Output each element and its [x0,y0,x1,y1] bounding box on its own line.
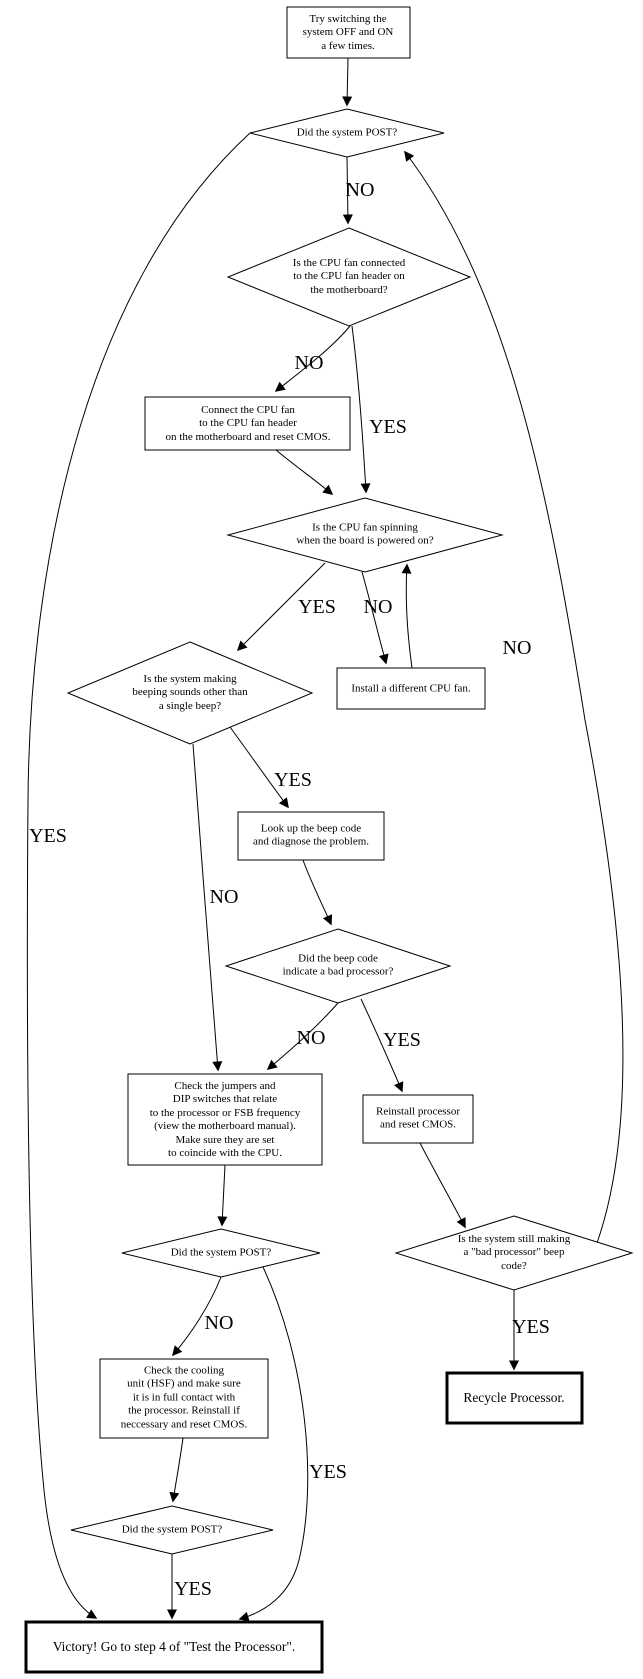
edge-fan-spinning-no [361,571,389,665]
edge-still-bad-no-loop [404,150,624,1244]
fan-spinning-text: Is the CPU fan spinning when the board i… [296,521,434,547]
edge-beep-bad-no [266,1002,339,1070]
label-fan-connected-no: NO [294,352,324,374]
edge-post1-yes-loop [26,132,251,1619]
connect-fan-text: Connect the CPU fan to the CPU fan heade… [165,403,331,443]
fan-connected-text: Is the CPU fan connected to the CPU fan … [292,256,406,296]
label-still-bad-yes: YES [512,1316,550,1338]
check-jumpers-box [127,1073,323,1166]
install-fan-box [336,667,486,710]
edge-post1-no [342,156,353,225]
label-post1-yes: YES [29,825,67,847]
edge-beeping-yes [229,726,289,809]
beeping-text: Is the system making beeping sounds othe… [132,672,248,712]
edge-fan-connected-yes [351,325,371,494]
label-beeping-yes: YES [274,769,312,791]
label-post3-yes: YES [174,1578,212,1600]
label-beeping-no: NO [209,886,239,908]
label-beep-bad-yes: YES [383,1029,421,1051]
label-fan-connected-yes: YES [369,416,407,438]
post3-diamond [70,1505,274,1555]
lookup-beep-box [237,811,385,861]
label-post2-no: NO [204,1312,234,1334]
connect-fan-box [144,396,351,451]
post1-text: Did the system POST? [296,126,398,139]
beep-bad-text: Did the beep code indicate a bad process… [282,952,394,978]
edge-post2-no [172,1276,222,1357]
post2-text: Did the system POST? [170,1246,272,1259]
edge-reinstall-to-stillbad [419,1142,466,1229]
check-jumpers-text: Check the jumpers and DIP switches that … [149,1079,301,1159]
edge-jumpers-to-post2 [217,1164,228,1227]
recycle-text: Recycle Processor. [463,1389,565,1405]
label-post1-no: NO [345,179,375,201]
reinstall-cpu-box [362,1094,474,1144]
beeping-diamond [66,641,314,745]
post1-diamond [249,108,445,158]
edge-fan-connected-no [274,325,351,392]
edge-beep-bad-yes [360,998,404,1093]
check-cooling-text: Check the cooling unit (HSF) and make su… [120,1364,248,1431]
try-switching-text: Try switching the system OFF and ON a fe… [302,12,394,52]
edge-post2-yes [238,1266,309,1622]
victory-text: Victory! Go to step 4 of "Test the Proce… [52,1638,296,1654]
recycle-box [445,1371,584,1425]
edge-connect-fan-to-spinning [275,449,334,495]
reinstall-cpu-text: Reinstall processor and reset CMOS. [375,1105,461,1131]
label-fan-spinning-yes: YES [298,596,336,618]
fan-spinning-diamond [226,497,504,573]
install-fan-text: Install a different CPU fan. [351,682,471,695]
label-fan-spinning-no: NO [363,596,393,618]
post3-text: Did the system POST? [121,1523,223,1536]
label-beep-bad-no: NO [296,1027,326,1049]
check-cooling-box [99,1358,269,1439]
label-still-bad-no: NO [502,637,532,659]
beep-bad-diamond [224,928,452,1004]
try-switching-box [286,6,411,59]
edge-install-fan-return [401,563,413,669]
victory-box [24,1620,324,1674]
fan-connected-diamond [226,227,472,327]
lookup-beep-text: Look up the beep code and diagnose the p… [252,822,370,848]
edge-cooling-to-post3 [169,1437,184,1503]
label-post2-yes: YES [309,1461,347,1483]
still-bad-diamond [394,1215,634,1291]
still-bad-text: Is the system still making a "bad proces… [457,1232,571,1272]
edge-lookup-to-beepbad [302,859,333,926]
edge-start-to-post1 [342,57,353,107]
post2-diamond [121,1228,321,1278]
edge-beeping-no [192,743,223,1072]
edge-fan-spinning-yes [236,562,326,652]
